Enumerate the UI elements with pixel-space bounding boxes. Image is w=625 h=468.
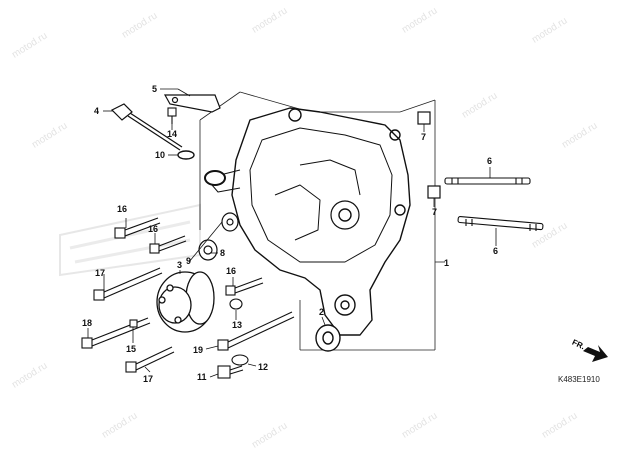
oil-dipstick [110,103,183,151]
callout-13: 13 [232,320,243,330]
callout-16-lower: 16 [226,266,237,276]
callout-11: 11 [197,372,207,382]
bolt-14 [167,107,177,124]
callout-15: 15 [126,344,137,354]
bolt-11 [217,365,244,379]
callout-6-upper: 6 [487,156,493,166]
crankcase-cover [211,107,411,336]
pump-cover [156,271,215,333]
bracket [163,94,221,113]
callout-1: 1 [444,258,450,268]
callout-2: 2 [319,307,325,317]
bolt-16-upper [114,217,161,239]
bolt-16-lower [225,277,264,296]
diagram-code: K483E1910 [558,375,600,384]
callout-7-upper: 7 [421,132,427,142]
callout-18: 18 [82,318,93,328]
callout-5: 5 [152,84,158,94]
callout-17-upper: 17 [95,268,106,278]
callout-16-mid: 16 [148,224,159,234]
bolt-18 [81,317,151,349]
bearing [315,324,341,352]
bolt-17-upper [93,267,163,301]
callout-3: 3 [177,260,183,270]
dowel-pin [417,111,431,125]
callout-9: 9 [186,256,192,266]
washer-12 [231,354,249,366]
oil-seal [204,170,226,186]
washer-13 [229,298,243,310]
bolt-19 [217,311,295,351]
leader-lines [87,88,497,378]
o-ring-10 [177,150,195,160]
callout-8: 8 [220,248,226,258]
callout-16-upper: 16 [117,204,128,214]
bolt-16-mid [149,235,187,254]
dowel-pin [427,185,441,199]
callout-14: 14 [167,129,178,139]
callout-12: 12 [258,362,269,372]
callout-19: 19 [193,345,204,355]
callout-7-lower: 7 [432,207,438,217]
washer-15 [129,319,138,328]
stud-bolt-lower [457,215,544,231]
stud-bolt-upper [444,177,531,185]
front-direction-arrow [583,345,608,362]
seal-8 [198,239,218,261]
callout-17-lower: 17 [143,374,154,384]
callout-4: 4 [94,106,100,116]
callout-10: 10 [155,150,166,160]
seal-9 [221,212,239,232]
bolt-17-lower [125,346,175,373]
callout-6-lower: 6 [493,246,499,256]
